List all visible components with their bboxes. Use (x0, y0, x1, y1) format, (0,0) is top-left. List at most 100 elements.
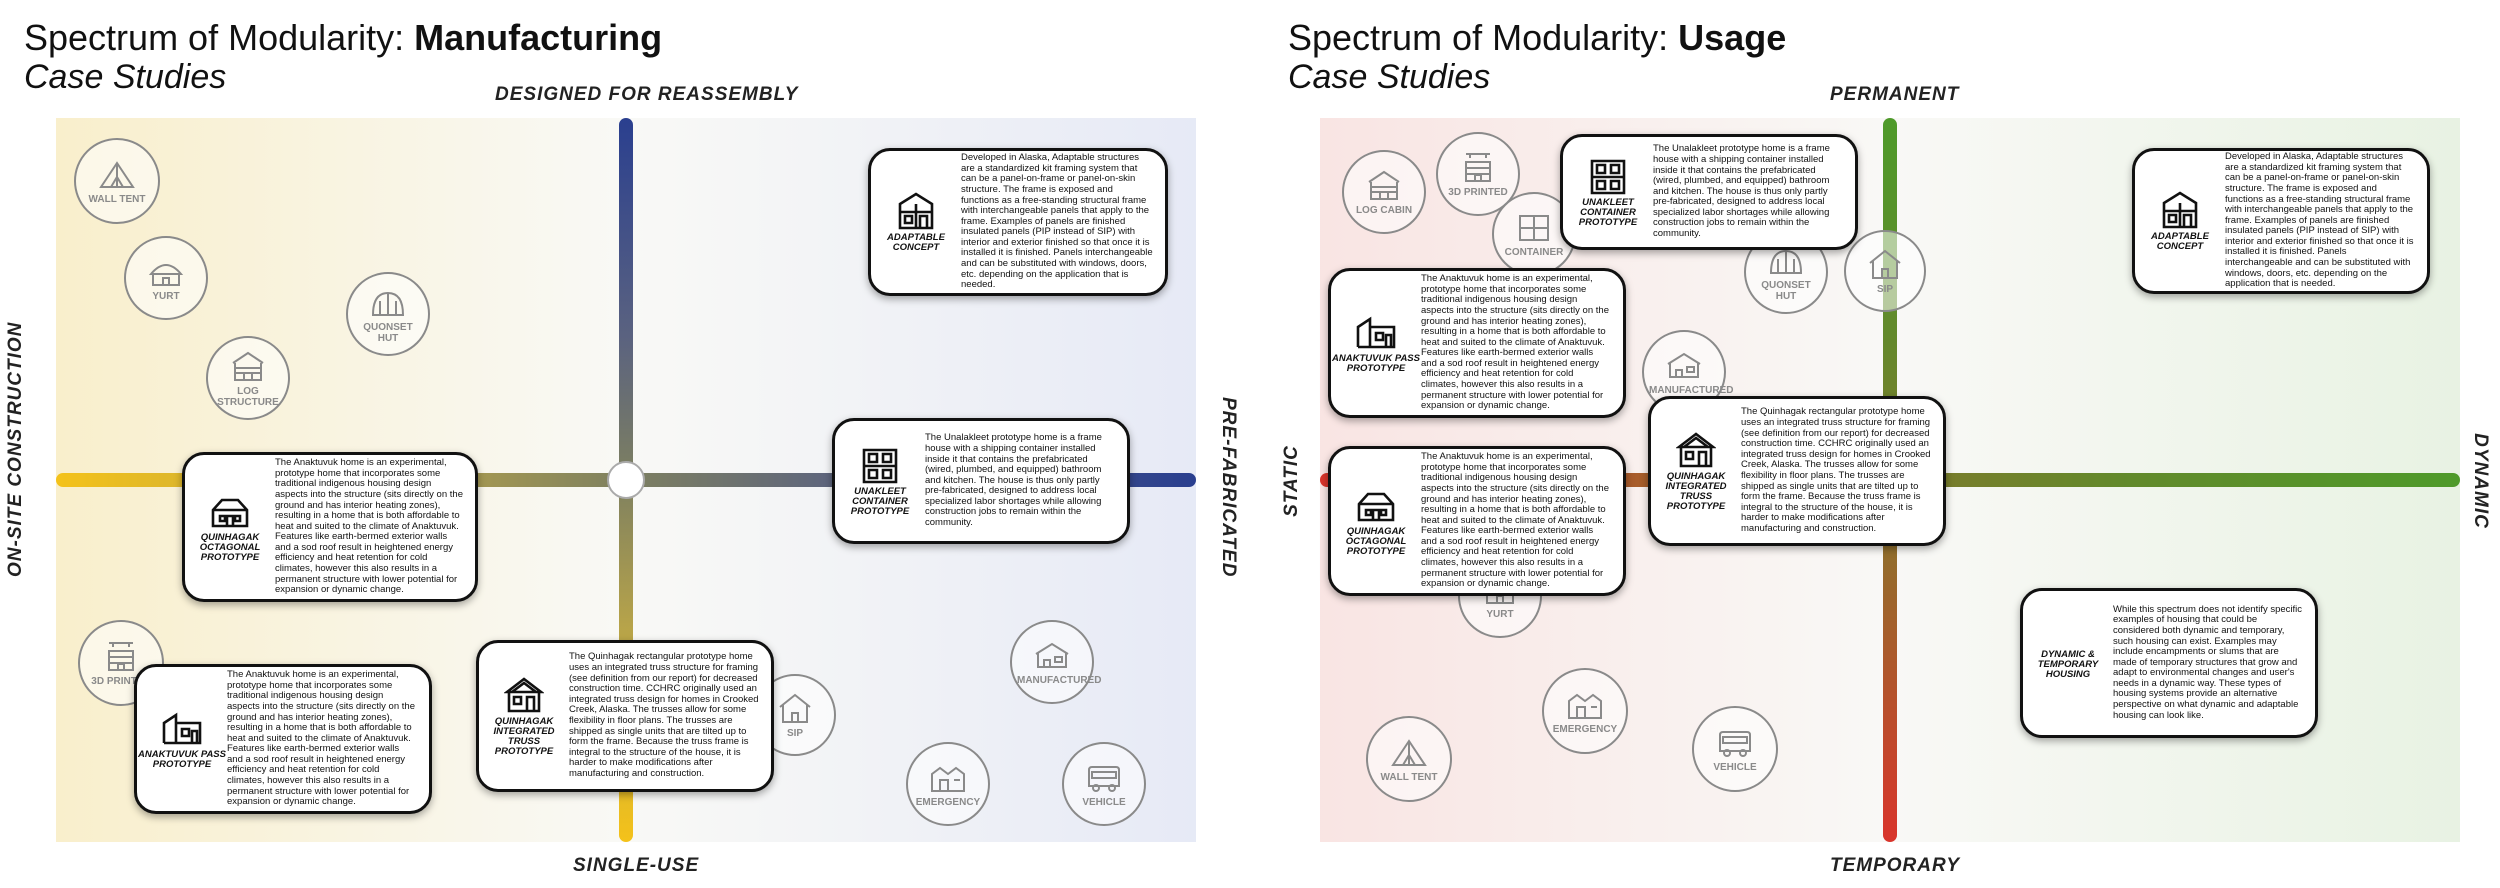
bubble-label: LOG CABIN (1355, 205, 1413, 216)
card-description: The Anaktuvuk home is an experimental, p… (1421, 451, 1609, 590)
card-description: The Anaktuvuk home is an experimental, p… (227, 669, 415, 808)
bermed-house-icon (1356, 316, 1396, 348)
bubble-label: LOG STRUCTURE (217, 385, 279, 408)
card-quinhagak-truss[interactable]: QUINHAGAK INTEGRATED TRUSS PROTOTYPE The… (476, 640, 774, 792)
container-house-icon (1590, 159, 1626, 194)
card-description: Developed in Alaska, Adaptable structure… (2225, 151, 2414, 290)
card-unakleet-container[interactable]: UNAKLEET CONTAINER PROTOTYPE The Unalakl… (1560, 134, 1858, 250)
bubble-label: YURT (152, 291, 180, 302)
card-icon-wrap: QUINHAGAK INTEGRATED TRUSS PROTOTYPE (479, 676, 569, 757)
bubble-label: MANUFACTURED (1649, 385, 1734, 396)
right-axis-bottom: TEMPORARY (1830, 855, 1961, 876)
bubble-label: WALL TENT (1380, 772, 1438, 783)
bubble-label: SIP (1876, 284, 1894, 295)
bubble-label: SIP (786, 728, 804, 739)
house-icon (779, 693, 811, 723)
truss-house-icon (504, 676, 544, 712)
emergency-shelter-icon (931, 766, 965, 792)
left-axis-left: ON-SITE CONSTRUCTION (5, 321, 26, 577)
emergency-shelter-icon (1568, 693, 1602, 719)
bubble-log-cabin: LOG CABIN (1342, 150, 1426, 234)
vehicle-icon (1088, 766, 1120, 792)
left-axis-right: PRE-FABRICATED (1218, 397, 1239, 578)
bubble-label: QUONSET HUT (1761, 279, 1811, 302)
card-description: While this spectrum does not identify sp… (2113, 603, 2303, 721)
card-description: The Unalakleet prototype home is a frame… (1653, 143, 1830, 240)
card-icon-wrap: ANAKTUVUK PASS PROTOTYPE (137, 709, 227, 770)
card-icon-wrap: UNAKLEET CONTAINER PROTOTYPE (835, 446, 925, 517)
vehicle-icon (1719, 731, 1751, 757)
bubble-label: EMERGENCY (1552, 724, 1618, 735)
card-dynamic-temporary[interactable]: DYNAMIC & TEMPORARY HOUSING While this s… (2020, 588, 2318, 738)
card-name: ANAKTUVUK PASS PROTOTYPE (1332, 352, 1420, 374)
card-description: The Anaktuvuk home is an experimental, p… (275, 457, 463, 596)
bubble-label: MANUFACTURED (1017, 675, 1102, 686)
card-adaptable-concept[interactable]: ADAPTABLE CONCEPT Developed in Alaska, A… (868, 148, 1168, 296)
bubble-log-structure: LOG STRUCTURE (206, 336, 290, 420)
card-anaktuvuk-pass[interactable]: ANAKTUVUK PASS PROTOTYPE The Anaktuvuk h… (1328, 268, 1626, 418)
card-description: Developed in Alaska, Adaptable structure… (961, 152, 1153, 291)
card-quinhagak-octagonal[interactable]: QUINHAGAK OCTAGONAL PROTOTYPE The Anaktu… (182, 452, 478, 602)
bubble-wall-tent: WALL TENT (74, 138, 160, 224)
card-name: ADAPTABLE CONCEPT (887, 231, 945, 253)
card-description: The Anaktuvuk home is an experimental, p… (1421, 273, 1609, 412)
card-name: ANAKTUVUK PASS PROTOTYPE (138, 748, 226, 770)
card-description: The Quinhagak rectangular prototype home… (569, 651, 759, 779)
left-subtitle: Case Studies (24, 58, 227, 96)
card-name: QUINHAGAK INTEGRATED TRUSS PROTOTYPE (1665, 470, 1727, 512)
card-name: QUINHAGAK OCTAGONAL PROTOTYPE (199, 531, 261, 563)
card-name: QUINHAGAK OCTAGONAL PROTOTYPE (1345, 525, 1407, 557)
left-axis-bottom: SINGLE-USE (573, 855, 700, 876)
card-icon-wrap: ADAPTABLE CONCEPT (871, 191, 961, 253)
right-title: Spectrum of Modularity: Usage (1288, 18, 1786, 58)
left-title-prefix: Spectrum of Modularity: (24, 17, 415, 58)
card-name: UNAKLEET CONTAINER PROTOTYPE (850, 485, 910, 517)
log-structure-icon (232, 351, 264, 381)
tent-icon (99, 161, 135, 188)
card-icon-wrap: QUINHAGAK OCTAGONAL PROTOTYPE (185, 492, 275, 563)
card-quinhagak-octagonal[interactable]: QUINHAGAK OCTAGONAL PROTOTYPE The Anaktu… (1328, 446, 1626, 596)
right-axis-top: PERMANENT (1830, 84, 1960, 105)
card-quinhagak-truss[interactable]: QUINHAGAK INTEGRATED TRUSS PROTOTYPE The… (1648, 396, 1946, 546)
bubble-label: VEHICLE (1082, 797, 1126, 808)
card-description: The Unalakleet prototype home is a frame… (925, 432, 1102, 529)
bubble-emergency: EMERGENCY (906, 742, 990, 826)
card-icon-wrap: DYNAMIC & TEMPORARY HOUSING (2023, 647, 2113, 680)
container-house-icon (862, 448, 898, 483)
printed-building-icon (108, 642, 134, 671)
manufactured-home-icon (1667, 352, 1701, 378)
card-anaktuvuk-pass[interactable]: ANAKTUVUK PASS PROTOTYPE The Anaktuvuk h… (134, 664, 432, 814)
card-adaptable-concept[interactable]: ADAPTABLE CONCEPT Developed in Alaska, A… (2132, 148, 2430, 294)
bubble-label: CONTAINER (1504, 247, 1564, 258)
card-name: UNAKLEET CONTAINER PROTOTYPE (1578, 196, 1638, 228)
card-name: ADAPTABLE CONCEPT (2151, 230, 2209, 252)
bubble-label: WALL TENT (88, 194, 146, 205)
right-axis-right: DYNAMIC (2470, 433, 2491, 529)
bermed-house-icon (162, 712, 202, 744)
bubble-quonset-hut: QUONSET HUT (346, 272, 430, 356)
right-title-bold: Usage (1678, 17, 1787, 58)
bubble-manufactured: MANUFACTURED (1010, 620, 1102, 704)
card-icon-wrap: ADAPTABLE CONCEPT (2135, 190, 2225, 252)
card-name: QUINHAGAK INTEGRATED TRUSS PROTOTYPE (493, 715, 555, 757)
yurt-icon (148, 264, 184, 286)
bubble-label: 3D PRINTED (1448, 187, 1508, 198)
right-title-prefix: Spectrum of Modularity: (1288, 17, 1679, 58)
house-icon (1869, 249, 1901, 279)
card-unakleet-container[interactable]: UNAKLEET CONTAINER PROTOTYPE The Unalakl… (832, 418, 1130, 544)
bubble-label: VEHICLE (1713, 762, 1757, 773)
left-axis-top: DESIGNED FOR REASSEMBLY (495, 84, 799, 105)
bubble-vehicle: VEHICLE (1062, 742, 1146, 826)
bubble-label: 3D PRINTED (91, 676, 151, 687)
card-icon-wrap: QUINHAGAK INTEGRATED TRUSS PROTOTYPE (1651, 431, 1741, 512)
quonset-hut-icon (1769, 249, 1803, 274)
right-subtitle: Case Studies (1288, 58, 1491, 96)
bubble-yurt: YURT (124, 236, 208, 320)
card-icon-wrap: UNAKLEET CONTAINER PROTOTYPE (1563, 157, 1653, 228)
printed-building-icon (1465, 153, 1491, 182)
card-icon-wrap: QUINHAGAK OCTAGONAL PROTOTYPE (1331, 486, 1421, 557)
bubble-label: EMERGENCY (915, 797, 981, 808)
octagonal-house-icon (1357, 492, 1395, 521)
card-description: The Quinhagak rectangular prototype home… (1741, 406, 1931, 534)
adaptable-house-icon (898, 191, 934, 229)
